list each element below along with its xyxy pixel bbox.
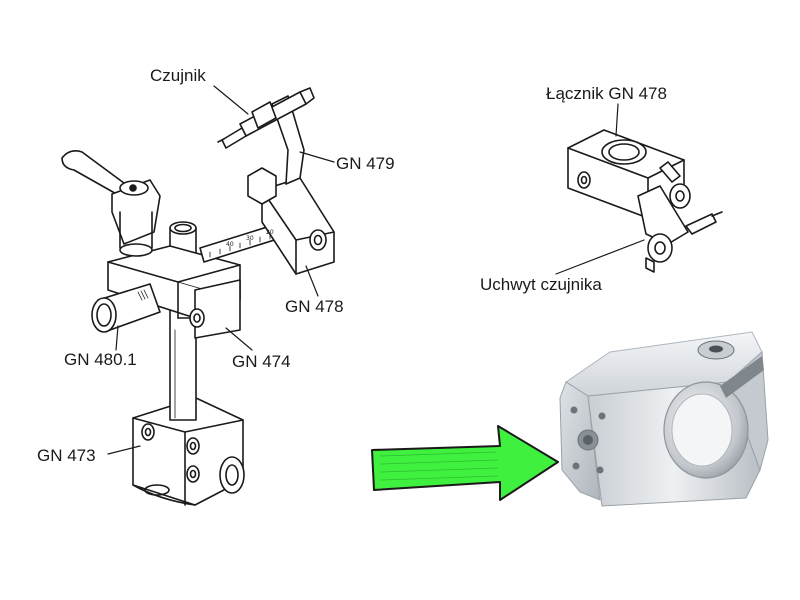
connector-block-photo xyxy=(559,331,769,507)
label-czujnik: Czujnik xyxy=(150,66,206,85)
label-gn480-1: GN 480.1 xyxy=(64,350,137,369)
scale-tick-label: 30 xyxy=(246,235,254,242)
clamp-lever xyxy=(61,150,161,257)
label-gn478: GN 478 xyxy=(285,297,344,316)
label-gn474: GN 474 xyxy=(232,352,291,371)
label-lacznik-gn478: Łącznik GN 478 xyxy=(546,84,667,103)
dial-sensor xyxy=(217,87,315,149)
scale-tick-label: 20 xyxy=(266,229,274,236)
leader-lines xyxy=(107,85,335,455)
label-gn473: GN 473 xyxy=(37,446,96,465)
horizontal-tube-gn480 xyxy=(91,283,161,333)
label-uchwyt-czujnika: Uchwyt czujnika xyxy=(480,275,602,294)
green-arrow xyxy=(371,425,559,501)
base-clamp-gn473 xyxy=(132,397,245,506)
connector-detail-drawing xyxy=(555,103,723,275)
upper-clamp-gn478 xyxy=(247,167,335,275)
scale-tick-label: 40 xyxy=(226,241,234,248)
stand-assembly-drawing xyxy=(61,85,335,506)
label-gn479: GN 479 xyxy=(336,154,395,173)
